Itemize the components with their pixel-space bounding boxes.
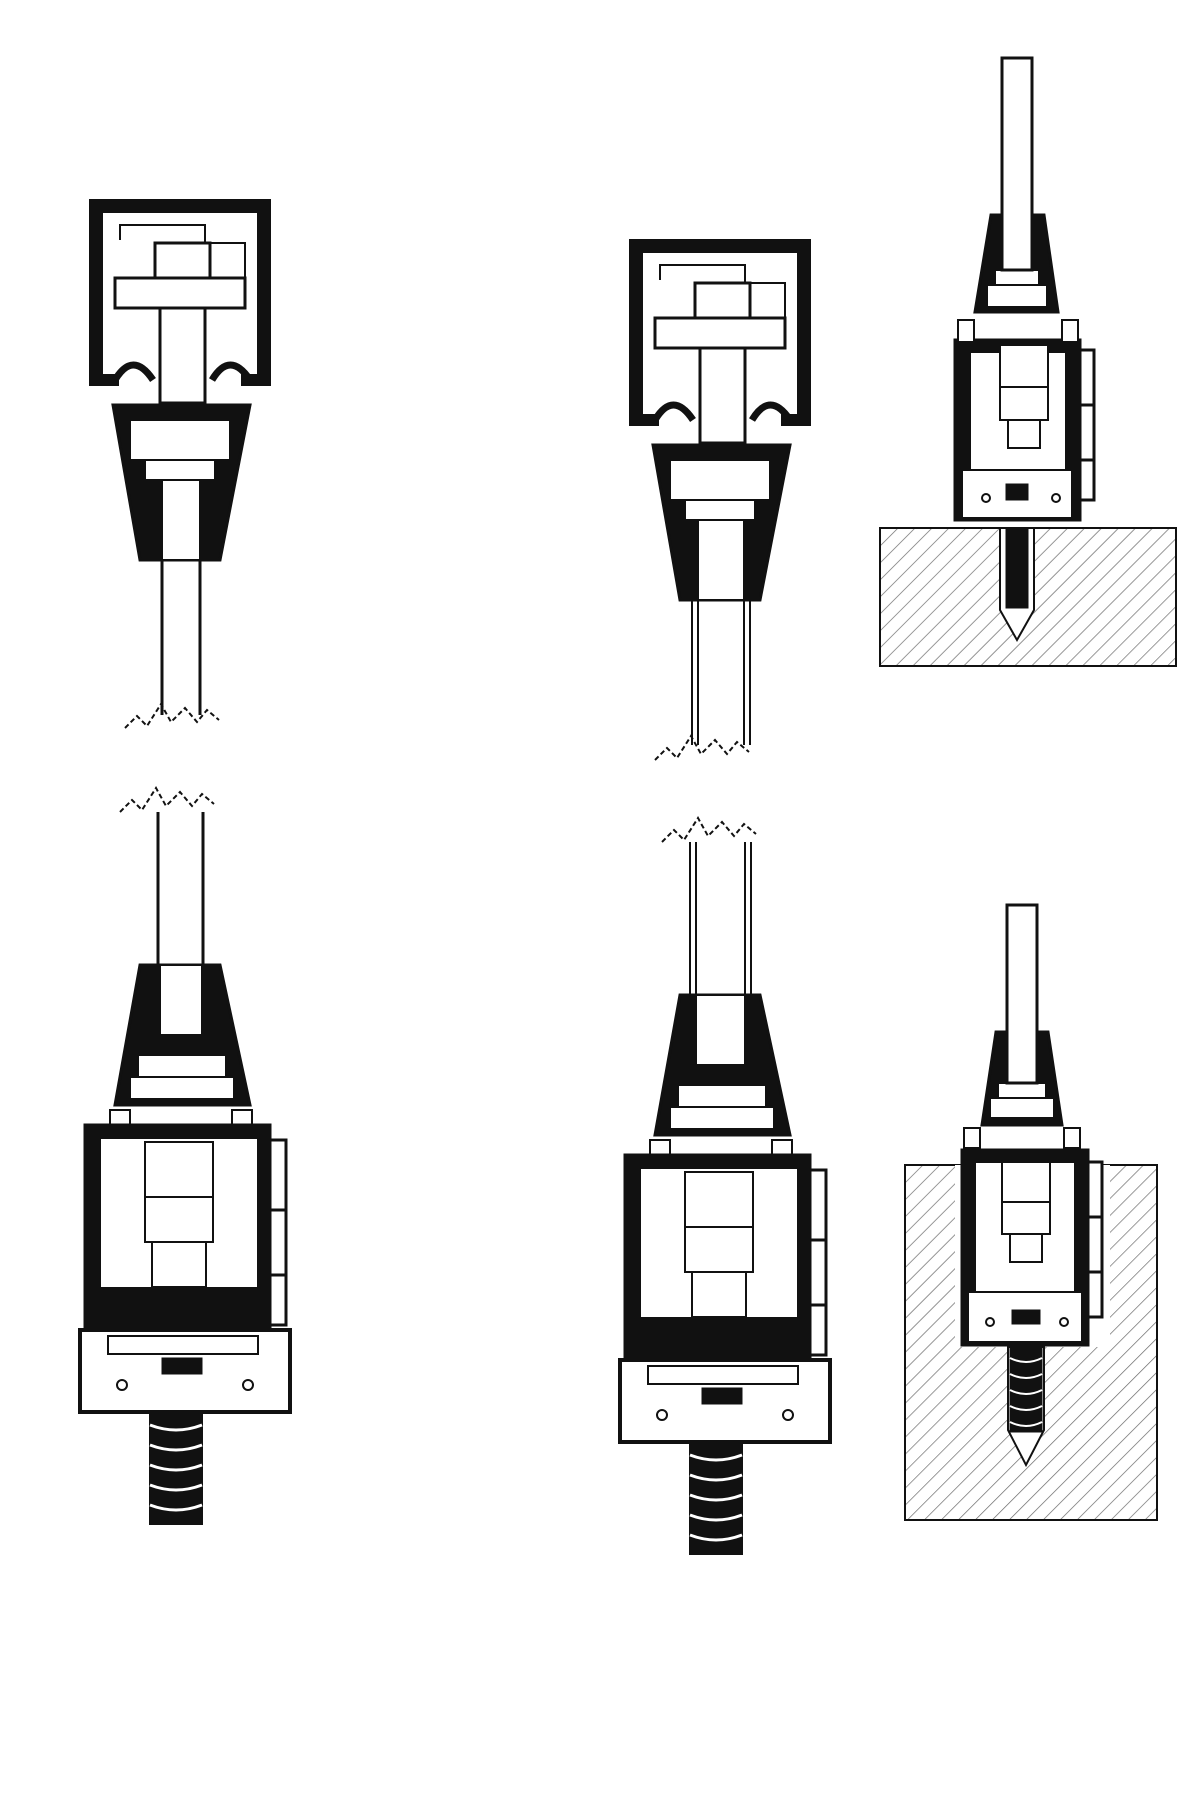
threaded-stud-embedded bbox=[1009, 1346, 1043, 1433]
rail-housing bbox=[89, 199, 271, 386]
wheel-right bbox=[208, 361, 253, 383]
cable-up bbox=[1000, 56, 1034, 272]
rail-guide bbox=[113, 276, 247, 310]
top-right-assembly bbox=[879, 56, 1177, 667]
cable-up-bottom bbox=[1005, 903, 1039, 1085]
bottom-left-assembly bbox=[78, 786, 292, 1525]
trolley-block bbox=[153, 241, 212, 280]
top-mid-assembly bbox=[629, 239, 811, 761]
cable-break bbox=[124, 702, 220, 729]
top-left-assembly bbox=[89, 199, 271, 729]
bottom-mid-assembly bbox=[618, 816, 832, 1555]
threaded-stud-bottom bbox=[149, 1411, 203, 1525]
wheel-left bbox=[111, 361, 156, 383]
threaded-stud bbox=[1005, 527, 1029, 609]
inner-bracket bbox=[119, 224, 206, 243]
bottom-right-assembly bbox=[904, 903, 1158, 1521]
